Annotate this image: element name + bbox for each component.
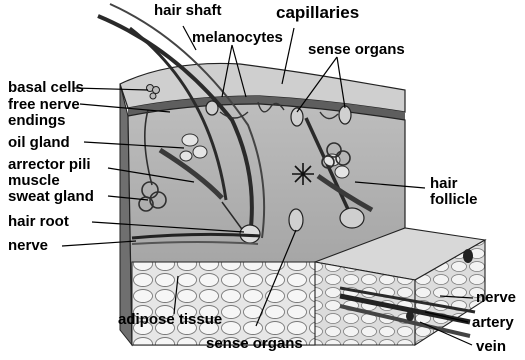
- label-arrector-pili-line1: arrector pili: [8, 157, 118, 173]
- star-sense-organ: [292, 163, 314, 185]
- label-sense-organs-top: sense organs: [308, 42, 405, 58]
- label-free-nerve-endings-line1: free nerve: [8, 97, 88, 113]
- label-nerve-left: nerve: [8, 238, 48, 254]
- label-free-nerve-endings: free nerve endings: [8, 97, 88, 129]
- label-hair-follicle: hair follicle: [430, 176, 500, 208]
- adipose-layer: [132, 262, 315, 345]
- label-vein: vein: [476, 339, 506, 355]
- label-artery: artery: [472, 315, 514, 331]
- label-sense-organs-bottom: sense organs: [206, 336, 303, 352]
- label-nerve-right: nerve: [476, 290, 516, 306]
- label-arrector-pili-line2: muscle: [8, 173, 118, 189]
- label-arrector-pili-muscle: arrector pili muscle: [8, 157, 118, 189]
- label-oil-gland: oil gland: [8, 135, 70, 151]
- label-sweat-gland: sweat gland: [8, 189, 94, 205]
- label-hair-follicle-line2: follicle: [430, 192, 500, 208]
- label-hair-follicle-line1: hair: [430, 176, 500, 192]
- label-adipose-tissue: adipose tissue: [118, 312, 222, 328]
- label-hair-shaft: hair shaft: [154, 3, 222, 19]
- label-capillaries: capillaries: [276, 4, 359, 22]
- label-melanocytes: melanocytes: [192, 30, 283, 46]
- label-hair-root: hair root: [8, 214, 69, 230]
- label-free-nerve-endings-line2: endings: [8, 113, 88, 129]
- label-basal-cells: basal cells: [8, 80, 84, 96]
